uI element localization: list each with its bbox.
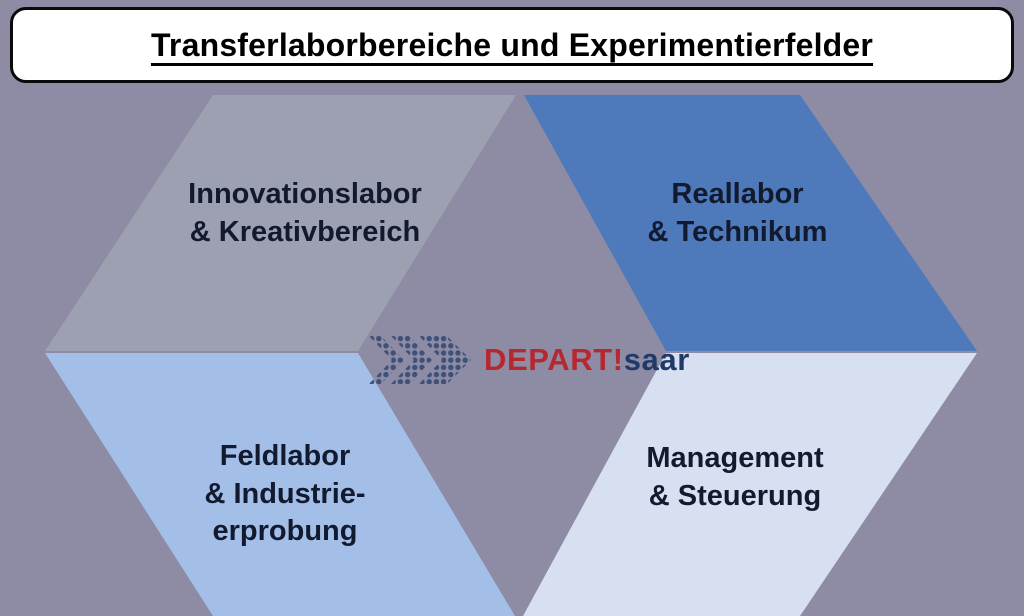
logo-text-exclamation: ! — [612, 342, 624, 377]
title-banner: Transferlaborbereiche und Experimentierf… — [10, 7, 1014, 83]
area-feldlabor-shape — [45, 353, 515, 616]
logo-wordmark: DEPART!saar — [484, 342, 690, 378]
area-reallabor-shape — [524, 95, 977, 351]
area-management-shape — [523, 353, 977, 616]
logo-chevrons-icon — [369, 336, 471, 384]
depart-saar-logo: DEPART!saar — [368, 335, 690, 385]
logo-text-depart: DEPART — [484, 342, 613, 377]
area-innovationslabor-shape — [45, 95, 516, 351]
logo-text-saar: saar — [623, 342, 690, 377]
page-title: Transferlaborbereiche und Experimentierf… — [150, 26, 874, 63]
